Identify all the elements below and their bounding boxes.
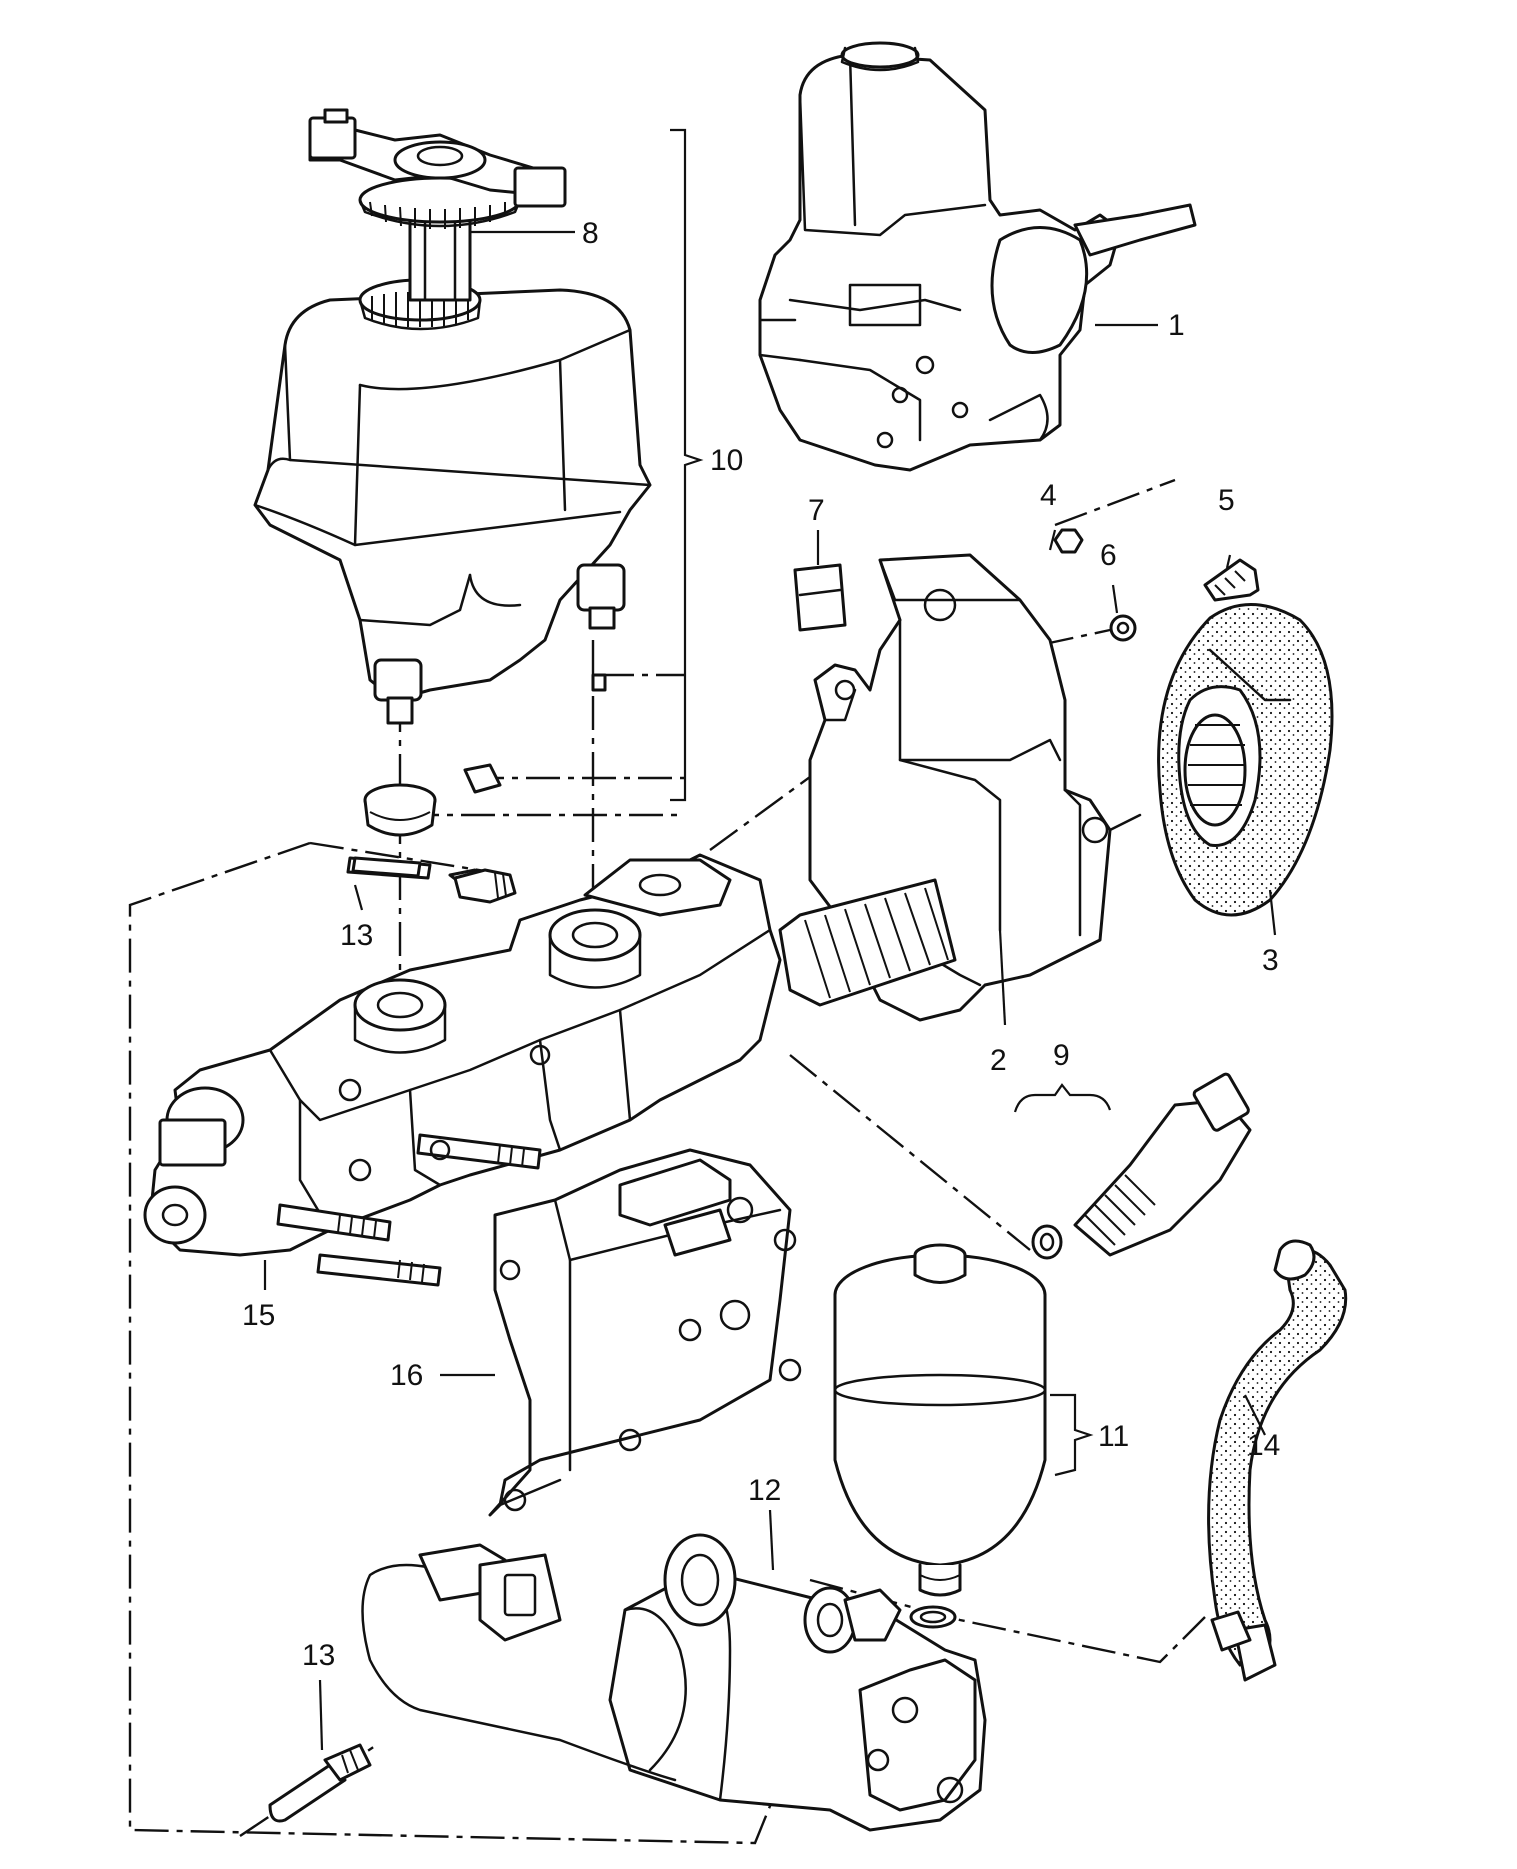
hydraulic-unit-assembly: [758, 41, 1197, 472]
callout-10: 10: [710, 444, 743, 477]
callout-3: 3: [1262, 944, 1279, 977]
callout-5: 5: [1218, 484, 1235, 517]
nut: [1053, 528, 1084, 554]
callout-13b: 13: [302, 1639, 335, 1672]
leader-lines: [263, 230, 1277, 1751]
leader-13a: [353, 884, 364, 911]
leader-4: [1048, 529, 1057, 551]
callout-1: 1: [1168, 309, 1185, 342]
master-cylinder: [143, 853, 957, 1287]
callout-13a: 13: [340, 919, 373, 952]
hardware-nut-washer-bolt-clip: [793, 528, 1260, 642]
pressure-accumulator: [833, 1243, 1047, 1629]
leader-3: [1268, 889, 1277, 936]
callout-15: 15: [242, 1299, 275, 1332]
callout-11: 11: [1098, 1420, 1129, 1453]
reservoir-cap-sensor: [308, 108, 567, 302]
leader-14: [1244, 1394, 1266, 1436]
sensor-pin-13a: [351, 856, 517, 904]
callout-7: 7: [808, 494, 825, 527]
fluid-reservoir: [253, 278, 652, 725]
bolt: [1203, 558, 1260, 602]
pump-motor: [361, 1533, 987, 1832]
callout-16: 16: [390, 1359, 423, 1392]
leader-12: [768, 1509, 775, 1571]
callout-labels: 1 2 3 4 5 6 7 8 9 10 11 12 13 13 14 15 1…: [242, 217, 1280, 1672]
pump-bracket: [488, 1148, 802, 1517]
brake-hose: [1207, 1239, 1348, 1682]
sensor-pin-13b: [268, 1743, 372, 1823]
leader-6: [1111, 584, 1119, 614]
group-braces: [670, 128, 1112, 1477]
leader-2: [998, 929, 1007, 1026]
washer: [1109, 614, 1137, 642]
pressure-sensor: [1031, 1072, 1252, 1260]
callout-2: 2: [990, 1044, 1007, 1077]
clip: [793, 563, 847, 632]
callout-14: 14: [1247, 1429, 1280, 1462]
callout-6: 6: [1100, 539, 1117, 572]
callout-12: 12: [748, 1474, 781, 1507]
callout-4: 4: [1040, 479, 1057, 512]
callout-8: 8: [582, 217, 599, 250]
firewall-seal-plate: [1157, 603, 1334, 917]
leader-13b: [318, 1679, 324, 1751]
leader-5: [1225, 554, 1232, 569]
callout-9: 9: [1053, 1039, 1070, 1072]
